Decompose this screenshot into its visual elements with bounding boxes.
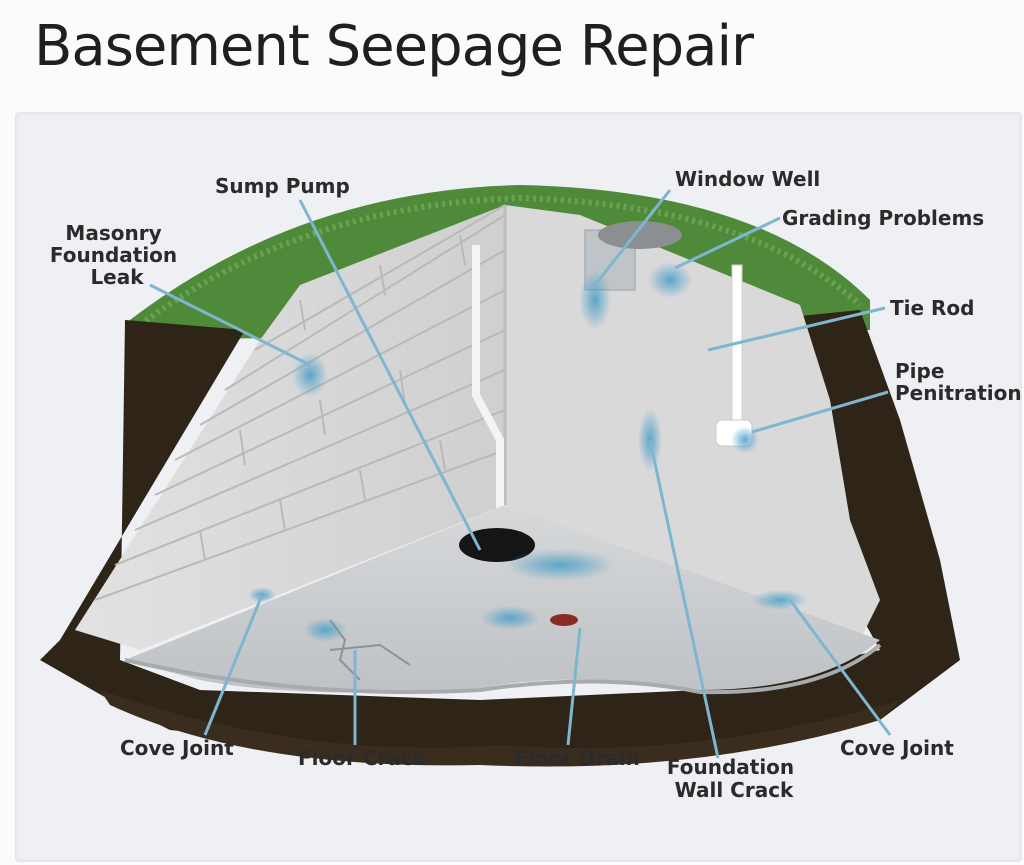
soil-bottom xyxy=(100,690,900,767)
floor-crack-line-2 xyxy=(329,643,411,666)
page-title: Basement Seepage Repair xyxy=(34,14,754,79)
label-tie-rod: Tie Rod xyxy=(890,296,974,320)
label-foundation-wall-crack: Foundation Wall Crack xyxy=(667,755,801,802)
label-window-well: Window Well xyxy=(675,167,820,191)
label-cove-joint-right: Cove Joint xyxy=(840,736,954,760)
label-cove-joint-left: Cove Joint xyxy=(120,736,234,760)
window-well-rim xyxy=(598,221,682,249)
tie-rod-pipe xyxy=(731,264,743,436)
sump-discharge-pipe xyxy=(472,245,504,548)
grass-texture xyxy=(138,194,863,328)
label-sump-pump: Sump Pump xyxy=(215,174,350,198)
leader-lines xyxy=(149,189,892,759)
label-pipe-penetration: Pipe Penitration xyxy=(895,359,1022,405)
basement-floor xyxy=(125,505,880,693)
label-grading-problems: Grading Problems xyxy=(782,206,984,230)
block-mortar-lines xyxy=(94,204,506,601)
label-floor-crack: Floor Crack xyxy=(298,746,427,770)
floor-edge xyxy=(124,643,882,695)
sump-pit xyxy=(459,528,535,562)
label-floor-drain: Floor Drain xyxy=(514,746,640,770)
floor-drain xyxy=(550,614,578,626)
label-masonry-foundation-leak: Masonry Foundation Leak xyxy=(50,221,184,289)
